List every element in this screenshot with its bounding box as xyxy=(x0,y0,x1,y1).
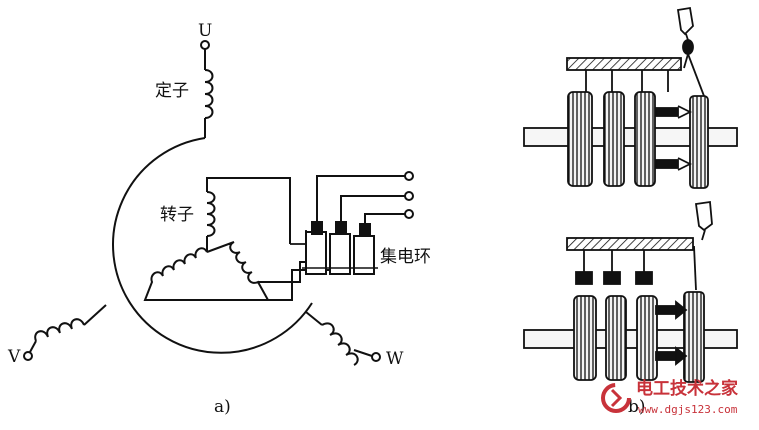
brush-lead-2 xyxy=(340,195,405,222)
disc-bottom-1 xyxy=(573,295,597,381)
terminal-w-label: W xyxy=(386,349,404,369)
output-terminal-3 xyxy=(404,209,414,219)
stator-coil-v xyxy=(34,318,85,342)
brush-lead-1 xyxy=(316,175,405,222)
terminal-v-label: V xyxy=(7,347,21,367)
output-terminal-1 xyxy=(404,171,414,181)
rotor-label: 转子 xyxy=(160,205,194,225)
disc-top-1 xyxy=(567,91,593,187)
test-pen-bottom xyxy=(694,200,713,232)
stator-coil-w xyxy=(321,322,359,366)
diagram-a xyxy=(23,40,414,366)
test-pen-top xyxy=(676,6,694,36)
terminal-w-node xyxy=(371,352,381,362)
output-terminal-2 xyxy=(404,191,414,201)
diagram-b-bottom xyxy=(523,200,738,383)
disc-bottom-2 xyxy=(605,295,627,381)
bottom-bar xyxy=(566,237,694,251)
rotor-top-wire xyxy=(206,177,291,244)
terminal-u-label: U xyxy=(198,21,212,41)
watermark: 电工技术之家 www.dgjs123.com xyxy=(601,378,738,416)
rotor-coil xyxy=(206,191,216,237)
rotor-to-ring-wire-3 xyxy=(290,230,307,245)
watermark-title: 电工技术之家 xyxy=(636,378,738,399)
slip-rings xyxy=(302,221,378,275)
brush-1 xyxy=(311,221,323,235)
rotor-delta xyxy=(143,241,270,301)
watermark-logo-icon xyxy=(601,383,631,413)
brush-3 xyxy=(359,223,371,237)
rotor-to-ring-wire-1 xyxy=(258,261,311,283)
watermark-url: www.dgjs123.com xyxy=(638,403,738,416)
brush-lead-3 xyxy=(364,213,405,224)
terminal-v-node xyxy=(23,351,33,361)
stator-label: 定子 xyxy=(155,81,189,101)
brush-2 xyxy=(335,221,347,235)
disc-top-4 xyxy=(689,95,709,189)
disc-top-2 xyxy=(603,91,625,187)
disc-bottom-4 xyxy=(683,291,705,383)
diagram-b-top xyxy=(523,6,738,189)
terminal-u-node xyxy=(200,40,210,50)
top-bar xyxy=(566,57,682,71)
caption-b: b) xyxy=(628,397,646,417)
disc-bottom-3 xyxy=(636,295,658,381)
shaft-bottom xyxy=(523,329,738,349)
slip-ring-label: 集电环 xyxy=(380,247,431,267)
stator-coil-u xyxy=(204,69,214,119)
stator-arc xyxy=(112,137,313,354)
test-pen-lamp-top xyxy=(682,39,694,55)
caption-a: a) xyxy=(214,397,231,417)
disc-top-3 xyxy=(634,91,656,187)
